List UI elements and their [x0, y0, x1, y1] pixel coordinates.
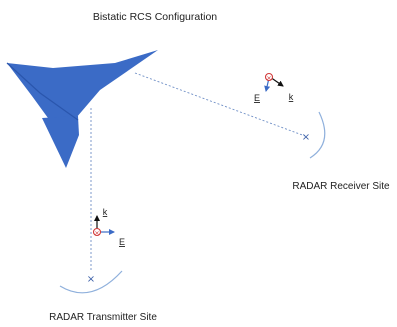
receiver-k-label: k: [289, 92, 294, 102]
transmitter-field-vectors: × k E: [92, 207, 125, 247]
transmitter-h-marker: [92, 227, 102, 237]
receiver-line-of-sight: [134, 72, 306, 137]
target-wing-upper: [7, 50, 158, 125]
transmitter-label: RADAR Transmitter Site: [49, 312, 157, 323]
transmitter-e-label: E: [119, 237, 125, 247]
target-aircraft: [6, 50, 158, 168]
receiver-arc: [309, 111, 326, 159]
receiver-site: × RADAR Receiver Site × k E: [254, 72, 390, 192]
receiver-h-marker: [264, 72, 274, 82]
receiver-e-label: E: [254, 93, 260, 103]
transmitter-k-label: k: [103, 207, 108, 217]
transmitter-arc: [59, 270, 123, 294]
receiver-h-cross: ×: [266, 74, 271, 82]
transmitter-site: × RADAR Transmitter Site × k E: [49, 207, 157, 323]
receiver-label: RADAR Receiver Site: [292, 181, 390, 192]
receiver-field-vectors: × k E: [254, 72, 294, 103]
target-wing-lower: [42, 116, 79, 168]
target-fold-line: [6, 62, 79, 121]
transmitter-h-cross: ×: [94, 229, 99, 237]
receiver-marker: ×: [302, 132, 310, 143]
transmitter-marker: ×: [87, 274, 95, 285]
diagram-title: Bistatic RCS Configuration: [93, 11, 217, 23]
